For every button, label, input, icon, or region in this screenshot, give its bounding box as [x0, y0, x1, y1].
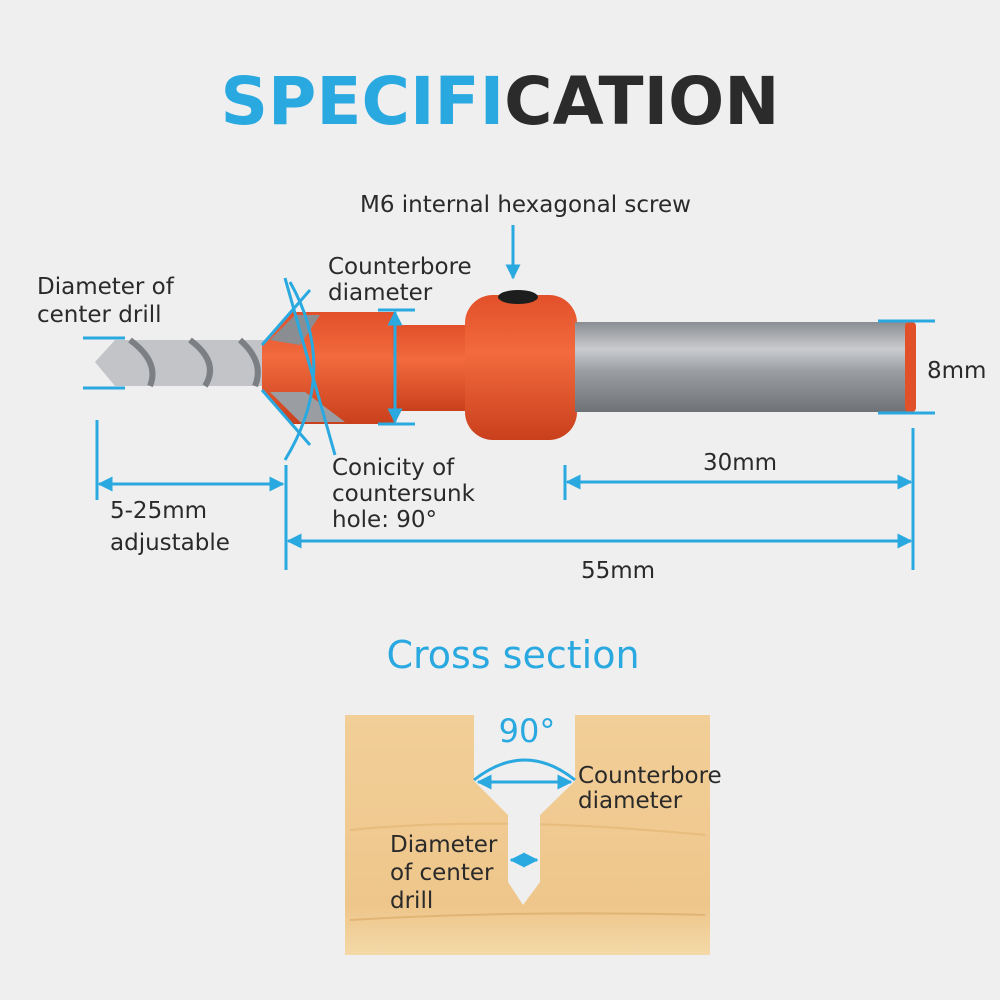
diameter-label: 8mm	[927, 358, 986, 384]
countersink-drill-bit	[95, 290, 916, 440]
cross-section-diagram	[345, 715, 710, 955]
conicity-label-1: Conicity of	[332, 455, 455, 481]
center-drill-label-2: center drill	[37, 302, 162, 328]
cs-center-label-1: Diameter	[390, 832, 498, 858]
dimension-lines	[83, 225, 935, 570]
cross-section-title: Cross section	[386, 633, 639, 677]
title-part-blue: SPECIFI	[221, 63, 505, 140]
adjust-label-1: 5-25mm	[110, 498, 207, 524]
adjust-label-2: adjustable	[110, 530, 230, 556]
total-length-label: 55mm	[581, 558, 655, 584]
counterbore-label-2: diameter	[328, 280, 433, 306]
center-drill-label-1: Diameter of	[37, 274, 175, 300]
cs-center-label-3: drill	[390, 888, 433, 914]
cs-counterbore-label-1: Counterbore	[578, 763, 722, 789]
shank-length-label: 30mm	[703, 450, 777, 476]
cs-counterbore-label-2: diameter	[578, 788, 683, 814]
angle-label: 90°	[499, 712, 556, 750]
counterbore-label-1: Counterbore	[328, 254, 472, 280]
page-title: SPECIFICATION	[221, 63, 780, 140]
shank	[575, 322, 908, 412]
conicity-label-2: countersunk	[332, 481, 476, 507]
screw-label: M6 internal hexagonal screw	[360, 192, 691, 218]
cs-center-label-2: of center	[390, 860, 494, 886]
hole-profile	[474, 715, 575, 905]
title-part-dark: CATION	[504, 63, 779, 140]
hex-screw	[498, 290, 538, 304]
conicity-label-3: hole: 90°	[332, 507, 437, 533]
collar	[465, 295, 577, 440]
